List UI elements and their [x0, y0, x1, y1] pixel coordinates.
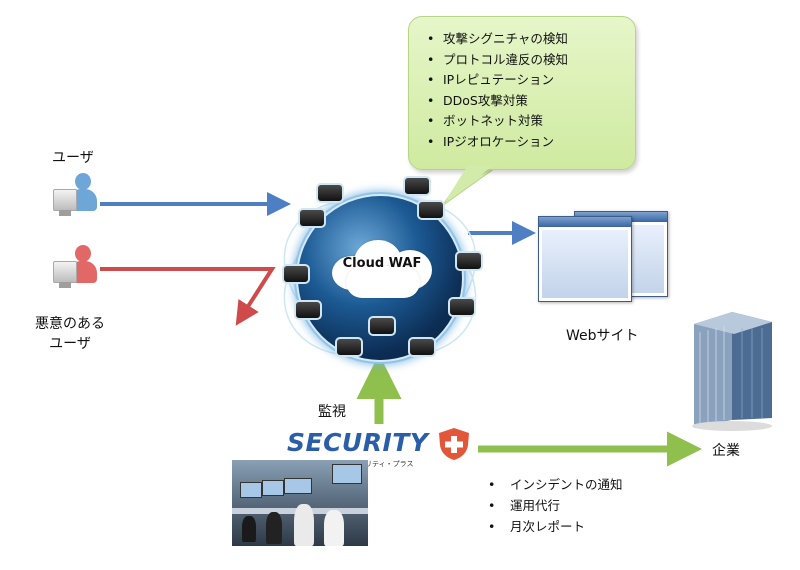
malicious-user-label-line1: 悪意のある: [35, 316, 105, 332]
server-node-icon: [403, 176, 431, 196]
feature-item: IPレピュテーション: [427, 70, 635, 91]
user-icon: [53, 173, 99, 221]
server-node-icon: [417, 200, 445, 220]
browser-window-front: [538, 216, 632, 302]
service-item: 月次レポート: [488, 516, 623, 537]
server-node-icon: [368, 316, 396, 336]
server-node-icon: [455, 251, 483, 271]
server-node-icon: [282, 264, 310, 284]
feature-item: 攻撃シグニチャの検知: [427, 29, 635, 50]
malicious-block-arrow: [100, 267, 276, 326]
security-plus-badge-icon: [439, 428, 469, 460]
server-node-icon: [298, 208, 326, 228]
server-node-icon: [408, 337, 436, 357]
feature-item: プロトコル違反の検知: [427, 50, 635, 71]
feature-item: ボットネット対策: [427, 111, 635, 132]
user-label: ユーザ: [52, 150, 94, 166]
server-node-icon: [335, 337, 363, 357]
security-logo-subtitle: セキュリティ・プラス: [344, 460, 414, 468]
feature-item: DDoS攻撃対策: [427, 91, 635, 112]
office-building-icon: [692, 312, 772, 431]
operations-center-photo: [232, 460, 368, 546]
service-item: 運用代行: [488, 495, 623, 516]
server-node-icon: [294, 300, 322, 320]
feature-callout: 攻撃シグニチャの検知 プロトコル違反の検知 IPレピュテーション DDoS攻撃対…: [408, 16, 636, 170]
company-label: 企業: [712, 443, 740, 459]
monitoring-label: 監視: [318, 404, 346, 420]
malicious-user-label-line2: ユーザ: [49, 336, 91, 352]
feature-item: IPジオロケーション: [427, 132, 635, 153]
cloud-icon: [326, 232, 438, 302]
cloud-waf-label: Cloud WAF: [342, 256, 422, 271]
malicious-user-label: 悪意のある ユーザ: [30, 313, 110, 353]
service-item: インシデントの通知: [488, 474, 623, 495]
malicious-user-icon: [53, 245, 99, 293]
server-node-icon: [316, 183, 344, 203]
feature-list: 攻撃シグニチャの検知 プロトコル違反の検知 IPレピュテーション DDoS攻撃対…: [409, 17, 635, 153]
service-list: インシデントの通知 運用代行 月次レポート: [488, 474, 623, 537]
security-logo-text: SECURITY: [287, 428, 429, 457]
server-node-icon: [448, 297, 476, 317]
website-label: Webサイト: [566, 328, 639, 344]
